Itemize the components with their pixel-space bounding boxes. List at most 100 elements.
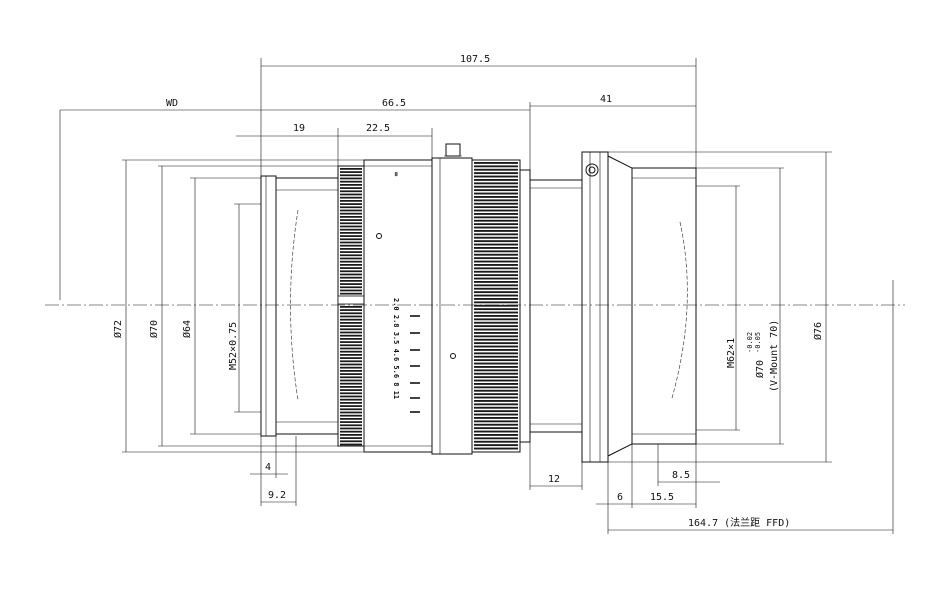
knurl-tooth xyxy=(340,216,362,218)
knurl-tooth xyxy=(340,190,362,193)
knurl-tooth xyxy=(340,443,362,446)
knurl-tooth xyxy=(474,213,518,215)
dimension-lines: 107.5 WD 66.5 41 19 22.5 Ø72 Ø70 xyxy=(59,54,894,534)
dim-front-ring: 19 xyxy=(293,123,305,134)
knurl-tooth xyxy=(340,232,362,234)
knurl-tooth xyxy=(340,187,362,189)
dim-rear-section: 41 xyxy=(600,94,612,105)
knurl-tooth xyxy=(474,352,518,355)
dim-flange-depth: 15.5 xyxy=(650,492,674,503)
knurl-tooth xyxy=(474,345,518,348)
knurl-tooth xyxy=(474,386,518,389)
knurl-tooth xyxy=(340,248,362,250)
knurl-tooth xyxy=(474,332,518,334)
knurl-tooth xyxy=(474,403,518,406)
knurl-tooth xyxy=(340,341,362,343)
knurl-tooth xyxy=(340,280,362,282)
knurl-tooth xyxy=(474,325,518,328)
dim-rim-thickness: 4 xyxy=(265,462,271,473)
knurl-tooth xyxy=(340,398,362,401)
knurl-tooth xyxy=(474,359,518,362)
dim-rear-diameter: Ø76 xyxy=(812,322,824,340)
knurl-tooth xyxy=(340,344,362,347)
knurl-tooth xyxy=(474,247,518,249)
dim-mount-tol-lower: -0.05 xyxy=(754,332,762,353)
knurl-tooth xyxy=(340,402,362,404)
flange-screw-icon xyxy=(585,163,599,177)
knurl-tooth xyxy=(474,267,518,270)
knurl-tooth xyxy=(340,309,362,311)
knurl-tooth xyxy=(340,171,362,173)
knurl-tooth xyxy=(340,386,362,388)
knurl-tooth xyxy=(340,318,362,321)
knurl-tooth xyxy=(474,230,518,232)
mount-flange xyxy=(581,151,609,463)
focus-index-dot xyxy=(450,353,456,359)
knurl-tooth xyxy=(340,430,362,433)
knurl-tooth xyxy=(474,223,518,226)
knurl-tooth xyxy=(474,240,518,243)
knurl-tooth xyxy=(340,200,362,202)
knurl-tooth xyxy=(340,360,362,363)
knurl-tooth xyxy=(474,393,518,396)
knurl-tooth xyxy=(474,410,518,413)
lens-body: 2.0 2.8 3.5 4.6 5.6 8 11 ∞ xyxy=(260,143,697,463)
knurl-tooth xyxy=(474,379,518,382)
knurl-tooth xyxy=(340,251,362,253)
knurl-tooth xyxy=(474,226,518,229)
knurl-tooth xyxy=(474,304,518,307)
dim-flange-focal-distance: 164.7 (法兰距 FFD) xyxy=(688,516,790,529)
knurl-tooth xyxy=(474,189,518,192)
knurl-tooth xyxy=(474,179,518,181)
knurl-tooth xyxy=(474,444,518,447)
knurl-tooth xyxy=(340,219,362,221)
knurl-tooth xyxy=(474,417,518,419)
knurl-tooth xyxy=(340,228,362,231)
knurl-tooth xyxy=(340,347,362,350)
knurl-tooth xyxy=(474,396,518,399)
knurl-tooth xyxy=(474,243,518,246)
knurl-tooth xyxy=(474,209,518,212)
knurl-tooth xyxy=(340,392,362,395)
dim-working-distance: WD xyxy=(166,98,178,109)
knurl-tooth xyxy=(474,311,518,314)
knurl-tooth xyxy=(340,424,362,427)
knurl-tooth xyxy=(474,199,518,202)
knurl-tooth xyxy=(340,254,362,257)
knurl-tooth xyxy=(340,331,362,334)
focus-lock-screw xyxy=(445,143,461,157)
knurl-tooth xyxy=(340,376,362,379)
dim-lens-diameter: Ø64 xyxy=(181,320,193,338)
knurl-tooth xyxy=(474,383,518,385)
knurl-tooth xyxy=(474,182,518,185)
knurl-tooth xyxy=(340,168,362,170)
knurl-tooth xyxy=(474,321,518,324)
knurl-tooth xyxy=(474,264,518,266)
knurl-tooth xyxy=(340,292,362,295)
knurl-tooth xyxy=(340,411,362,414)
knurl-tooth xyxy=(340,267,362,269)
knurl-tooth xyxy=(474,338,518,341)
dim-focus-ring: 22.5 xyxy=(366,123,390,134)
knurl-tooth xyxy=(340,373,362,375)
knurl-tooth xyxy=(474,287,518,290)
knurl-tooth xyxy=(474,202,518,205)
knurl-tooth xyxy=(474,430,518,433)
knurl-tooth xyxy=(474,216,518,219)
knurl-tooth xyxy=(474,277,518,280)
knurl-tooth xyxy=(474,328,518,331)
knurl-tooth xyxy=(340,325,362,327)
knurl-tooth xyxy=(340,244,362,247)
knurl-tooth xyxy=(340,209,362,212)
knurl-tooth xyxy=(340,408,362,411)
knurl-tooth xyxy=(340,235,362,237)
dim-barrel-diameter: Ø70 xyxy=(148,320,160,338)
knurl-tooth xyxy=(340,350,362,353)
knurl-tooth xyxy=(340,418,362,420)
knurl-tooth xyxy=(474,315,518,317)
knurl-tooth xyxy=(474,318,518,321)
knurl-tooth xyxy=(340,363,362,366)
knurl-tooth xyxy=(474,335,518,338)
knurl-tooth xyxy=(340,260,362,263)
knurl-tooth xyxy=(474,175,518,178)
